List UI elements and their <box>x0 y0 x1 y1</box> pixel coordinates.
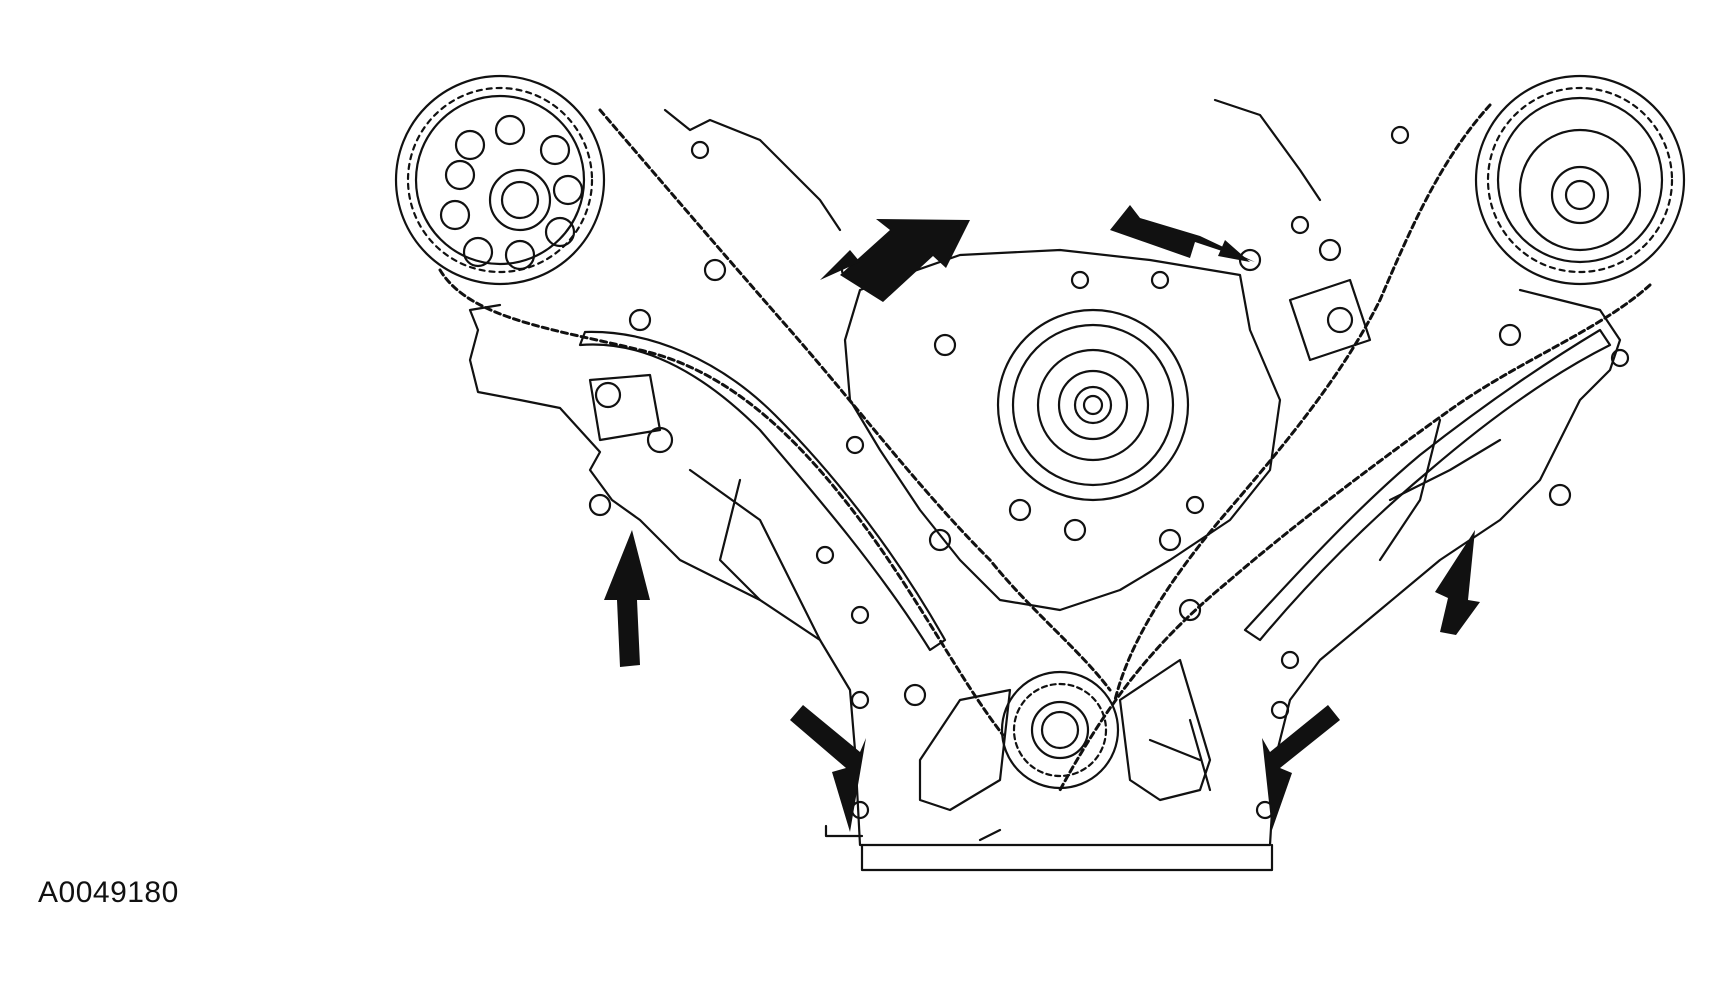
cover-bolt-bosses <box>588 125 1630 820</box>
left-camshaft-sprocket <box>394 74 606 286</box>
engine-front-cover-outline <box>468 288 1622 847</box>
callout-arrow-8 <box>1218 240 1250 262</box>
block-center-outline <box>843 248 1282 612</box>
callout-arrow-6 <box>1262 705 1340 830</box>
left-chain-guide <box>578 330 947 652</box>
figure-id-label: A0049180 <box>38 876 179 909</box>
crankshaft-sprocket <box>1000 670 1120 790</box>
callout-arrow-2 <box>1110 205 1255 262</box>
callout-arrow-5 <box>790 705 866 832</box>
water-pump-pulley <box>996 308 1190 502</box>
oil-pan-rail <box>860 843 1274 872</box>
callout-arrow-4 <box>1435 530 1480 635</box>
callout-arrow-3 <box>604 530 650 667</box>
right-timing-chain <box>1058 103 1652 792</box>
right-chain-guide <box>1243 328 1612 642</box>
left-timing-chain <box>438 108 1112 737</box>
oil-pump-body <box>918 658 1212 812</box>
right-camshaft-sprocket <box>1474 74 1686 286</box>
right-tensioner <box>1288 278 1372 362</box>
left-tensioner <box>588 373 662 442</box>
callout-arrow-7 <box>820 250 860 280</box>
callout-arrow-1 <box>840 219 970 302</box>
